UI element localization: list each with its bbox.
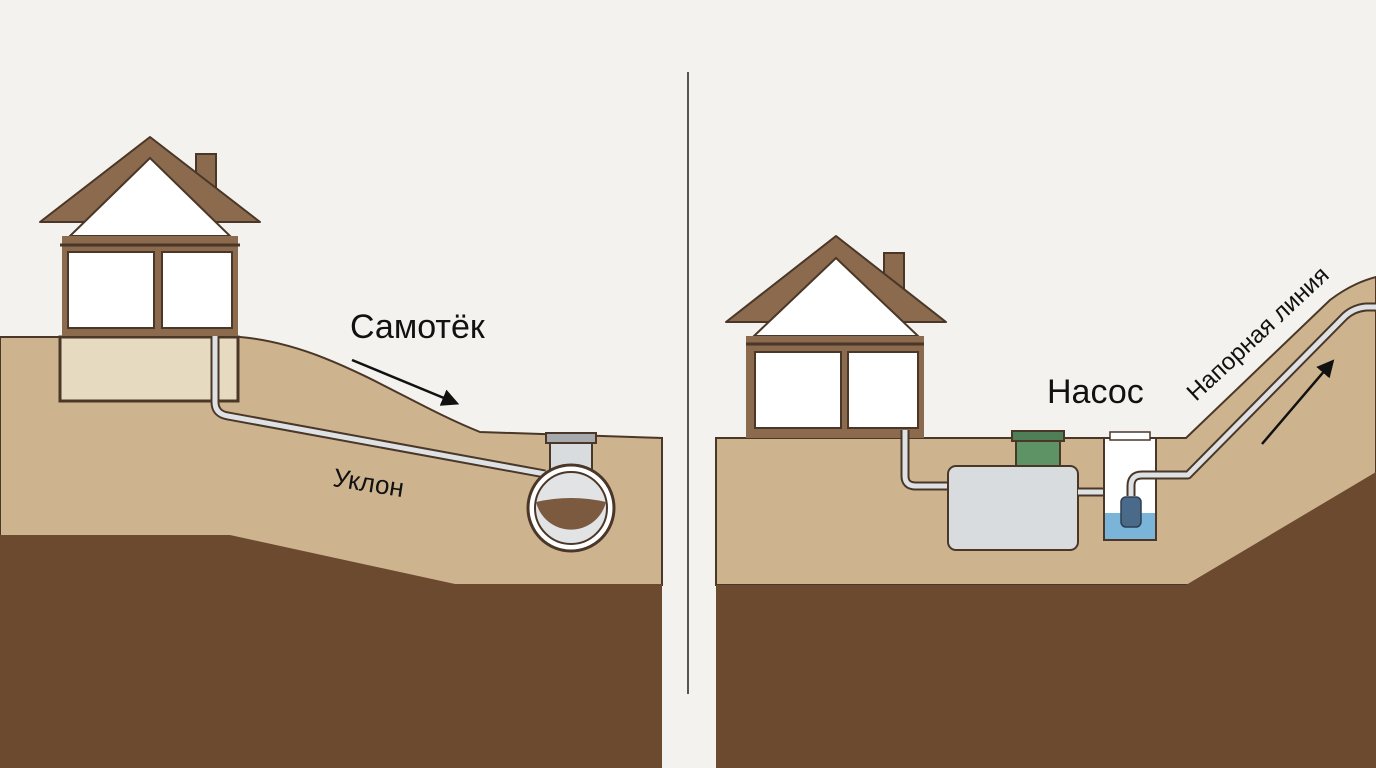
- right-house-room-left: [754, 351, 842, 429]
- right-pump-well: [1103, 431, 1157, 541]
- left-gravity-pipe-inner: [212, 336, 546, 477]
- left-house: [39, 136, 261, 403]
- right-pump-icon: [1120, 496, 1142, 528]
- right-pump-label: Насос: [1047, 373, 1144, 411]
- left-house-room-right: [161, 251, 233, 329]
- right-topsoil: [715, 275, 1376, 586]
- left-flow-arrow: [351, 358, 460, 406]
- left-house-basement: [58, 335, 240, 403]
- right-pressure-line-inner: [1128, 304, 1376, 496]
- left-panel-gravity: Самотёк Уклон: [0, 136, 663, 768]
- left-tank-lid: [545, 432, 597, 444]
- left-house-room-left: [67, 251, 155, 329]
- left-septic-tank: [526, 432, 616, 553]
- right-inlet-pipe-inner: [902, 430, 950, 489]
- right-well-lid: [1109, 431, 1151, 441]
- right-pressure-arrow: [1261, 359, 1335, 445]
- right-tank-body: [947, 465, 1079, 551]
- left-tank-sludge: [536, 498, 606, 530]
- right-subsoil: [716, 472, 1376, 768]
- right-house: [725, 235, 947, 438]
- left-subsoil: [0, 535, 662, 768]
- right-septic-tank: [947, 430, 1079, 551]
- right-tank-lid: [1011, 430, 1065, 442]
- right-panel-pumped: Насос Напорная линия: [715, 235, 1376, 768]
- left-flow-label: Самотёк: [350, 308, 486, 346]
- right-house-room-right: [847, 351, 919, 429]
- right-tank-neck: [1015, 437, 1061, 469]
